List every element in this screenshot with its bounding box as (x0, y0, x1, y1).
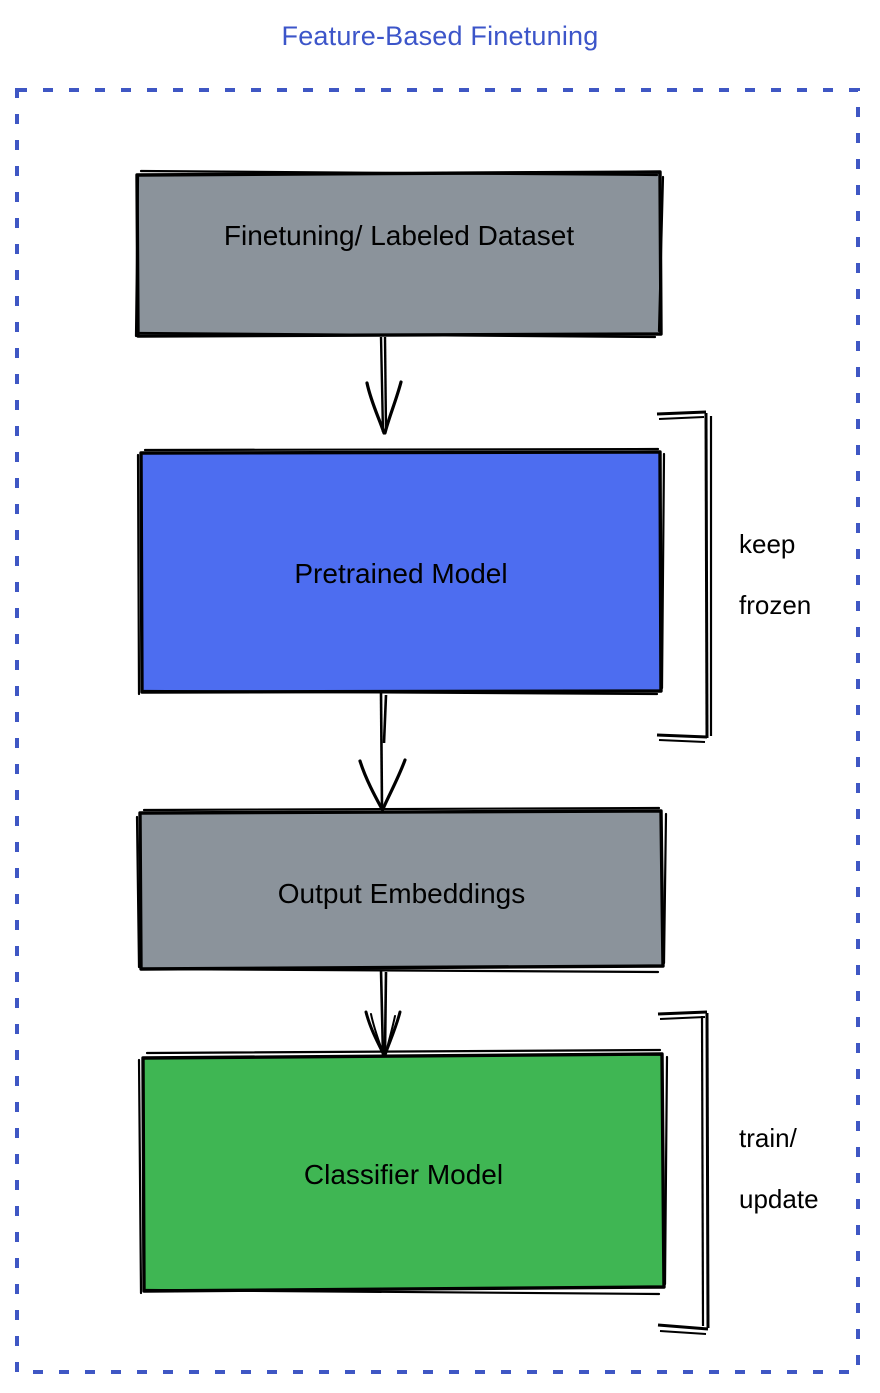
node-pretrained-fill (141, 452, 661, 692)
node-pretrained-sketch-stroke (136, 447, 666, 696)
page-title: Feature-Based Finetuning (281, 21, 599, 51)
node-embeddings-sketch-stroke (135, 806, 668, 974)
node-classifier-outline (141, 1052, 666, 1293)
annotation-train-update: train/ update (739, 1092, 819, 1245)
node-dataset-sketch-stroke (134, 169, 665, 339)
annotation-keep-frozen-line1: keep (739, 528, 796, 559)
annotation-train-update-line2: update (739, 1184, 819, 1215)
arrow-embeddings-to-classifier (364, 969, 402, 1057)
bracket-train-update (657, 1010, 710, 1335)
node-pretrained[interactable] (136, 447, 666, 696)
node-dataset[interactable] (134, 169, 665, 339)
node-pretrained-outline (139, 450, 663, 694)
node-dataset-fill (137, 172, 661, 336)
arrow-dataset-to-pretrained (365, 336, 403, 435)
arrow-pretrained-to-embeddings (358, 692, 407, 811)
node-embeddings-fill (140, 811, 663, 969)
node-embeddings[interactable] (135, 806, 668, 974)
annotation-keep-frozen: keep frozen (739, 498, 811, 651)
node-embeddings-outline (138, 809, 665, 971)
node-classifier-sketch-stroke (137, 1048, 669, 1296)
annotation-train-update-line1: train/ (739, 1122, 797, 1153)
node-classifier-fill (143, 1054, 664, 1291)
bracket-keep-frozen (656, 410, 713, 743)
node-classifier[interactable] (137, 1048, 669, 1296)
dashed-container-border (15, 88, 860, 1374)
annotation-keep-frozen-line2: frozen (739, 590, 812, 621)
